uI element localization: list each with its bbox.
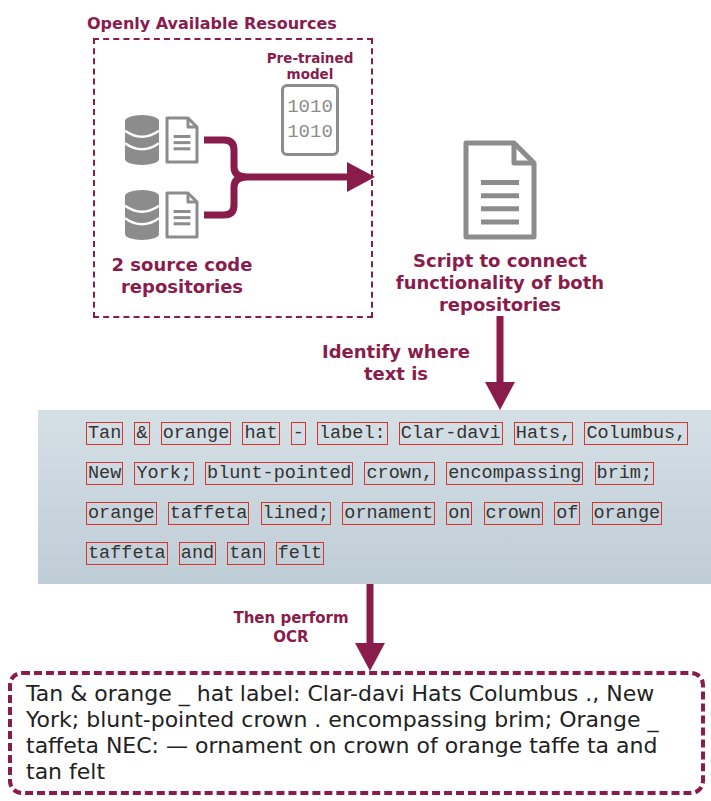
document-icon	[466, 143, 534, 237]
ocr-output-box: Tan & orange _ hat label: Clar-davi Hats…	[8, 671, 705, 795]
detected-word: &	[134, 422, 149, 445]
edge-label: Then perform OCR	[226, 609, 356, 647]
detected-word: tan	[227, 542, 264, 565]
detected-word: label:	[317, 422, 388, 445]
scanned-label-text: Tan & orange hat - label: Clar-davi Hats…	[86, 414, 706, 574]
section-heading: Openly Available Resources	[87, 14, 337, 34]
repositories-label: 2 source code repositories	[72, 254, 292, 298]
document-icon-fold	[514, 143, 534, 163]
detected-word: crown,	[364, 462, 435, 485]
document-icon-line	[481, 206, 519, 211]
document-icon-fold	[188, 193, 197, 202]
script-document: Script to connect functionality of both …	[375, 140, 625, 316]
resources-frame: Pre-trained model 1010 1010 2 source code …	[93, 38, 373, 318]
database-icon-band	[125, 218, 159, 224]
detected-word: encompassing	[446, 462, 583, 485]
detected-word: New	[86, 462, 123, 485]
binary-code: 1010 1010	[286, 95, 334, 145]
detected-word: orange	[592, 502, 663, 525]
database-icon-top	[125, 190, 159, 202]
document-icon-line	[481, 219, 519, 224]
document-icon-line	[174, 135, 191, 138]
detected-word: crown	[484, 502, 544, 525]
flow-arrow	[485, 316, 515, 410]
arrow-shaft	[247, 174, 349, 181]
detected-word: York;	[134, 462, 194, 485]
bracket	[204, 140, 247, 215]
detected-word: blunt-pointed	[205, 462, 353, 485]
database-icon-bottom	[125, 228, 159, 240]
database-icon-band	[125, 206, 159, 212]
document-icon-line	[174, 147, 191, 150]
document-icon	[167, 193, 197, 237]
arrow-shaft	[367, 584, 374, 645]
ocr-output-text: Tan & orange _ hat label: Clar-davi Hats…	[26, 681, 666, 785]
flow-arrow	[247, 162, 375, 192]
pretrained-model: Pre-trained model 1010 1010	[255, 50, 365, 156]
detected-word: -	[291, 422, 306, 445]
detected-word: felt	[276, 542, 324, 565]
document-icon	[167, 118, 197, 162]
detected-word: hat	[242, 422, 279, 445]
detected-word: Hats,	[514, 422, 574, 445]
document-icon-line	[174, 216, 191, 219]
detected-word: ornament	[342, 502, 435, 525]
detected-word: taffeta	[168, 502, 250, 525]
repositories-group: 2 source code repositories	[120, 102, 247, 252]
model-label: Pre-trained model	[255, 50, 365, 82]
document-icon-line	[174, 141, 191, 144]
detected-word: and	[179, 542, 216, 565]
detected-word: Clar-davi	[399, 422, 503, 445]
model-icon-box: 1010 1010	[281, 84, 339, 156]
database-icon-band	[125, 143, 159, 149]
arrow-head	[355, 643, 385, 671]
edge-label: Identify where text is	[306, 341, 486, 385]
arrow-head	[347, 162, 375, 192]
detected-word: orange	[161, 422, 232, 445]
database-icon-bottom	[125, 153, 159, 165]
script-label: Script to connect functionality of both …	[375, 250, 625, 316]
arrow-shaft	[497, 316, 504, 384]
detected-word: Tan	[86, 422, 123, 445]
script-icon	[462, 140, 538, 240]
flow-arrow	[355, 584, 385, 671]
detected-word: orange	[86, 502, 157, 525]
document-icon-line	[481, 180, 519, 185]
detected-word: on	[446, 502, 472, 525]
scan-panel: Tan & orange hat - label: Clar-davi Hats…	[38, 410, 711, 584]
detected-word: of	[554, 502, 580, 525]
document-icon-line	[174, 210, 191, 213]
database-icon-band	[125, 131, 159, 137]
document-icon-line	[174, 222, 191, 225]
document-icon-fold	[188, 118, 197, 127]
arrow-head	[485, 382, 515, 410]
document-icon-line	[481, 193, 519, 198]
repositories-icons	[120, 102, 247, 252]
detected-word: Columbus,	[584, 422, 688, 445]
database-icon-top	[125, 115, 159, 127]
detected-word: taffeta	[86, 542, 168, 565]
detected-word: lined;	[261, 502, 332, 525]
detected-word: brim;	[595, 462, 655, 485]
